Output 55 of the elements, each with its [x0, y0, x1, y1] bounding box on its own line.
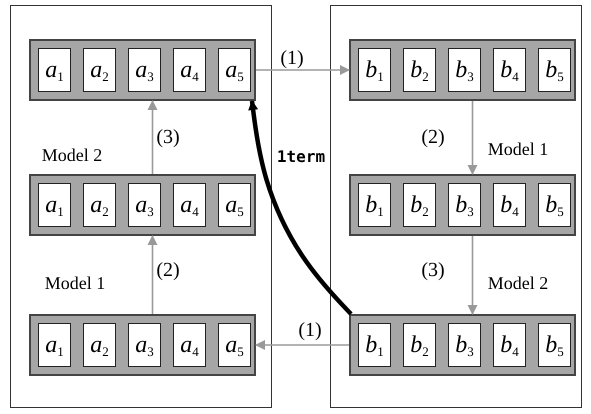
- model-label: Model 1: [488, 140, 548, 160]
- model-label: Model 1: [44, 274, 106, 294]
- element-box: b$_{2}$: [403, 48, 436, 92]
- element-box: a$_{3}$: [128, 183, 161, 227]
- panel-frame: [10, 5, 272, 408]
- edge-label: (3): [420, 259, 446, 281]
- element-box: a$_{2}$: [83, 48, 116, 92]
- arrow: [256, 65, 350, 75]
- element-box: a$_{5}$: [218, 323, 251, 367]
- panel-frame: [330, 5, 582, 408]
- element-box: b$_{3}$: [448, 183, 481, 227]
- sequence-bar: [29, 39, 256, 101]
- element-box: b$_{5}$: [538, 323, 571, 367]
- arrow: [148, 235, 158, 314]
- element-box: a$_{4}$: [173, 323, 206, 367]
- sequence-bar: [29, 314, 256, 376]
- edge-label: (2): [420, 126, 446, 148]
- arrow: [248, 100, 353, 316]
- element-box: b$_{1}$: [358, 183, 391, 227]
- sequence-bar: [349, 314, 576, 376]
- element-box: b$_{1}$: [358, 323, 391, 367]
- element-box: b$_{1}$: [358, 48, 391, 92]
- arrow: [468, 236, 478, 315]
- element-box: b$_{3}$: [448, 48, 481, 92]
- element-box: a$_{3}$: [128, 48, 161, 92]
- element-box: a$_{1}$: [38, 48, 71, 92]
- model-label: Model 2: [488, 274, 548, 294]
- element-box: a$_{2}$: [83, 183, 116, 227]
- element-box: b$_{5}$: [538, 183, 571, 227]
- arrow: [148, 100, 158, 174]
- sequence-bar: [349, 174, 576, 236]
- element-box: a$_{4}$: [173, 183, 206, 227]
- element-box: b$_{3}$: [448, 323, 481, 367]
- arrow: [255, 340, 349, 350]
- element-box: b$_{5}$: [538, 48, 571, 92]
- model-label: Model 2: [42, 146, 102, 166]
- element-box: a$_{3}$: [128, 323, 161, 367]
- element-box: b$_{2}$: [403, 323, 436, 367]
- sequence-bar: [29, 174, 256, 236]
- element-box: a$_{5}$: [218, 183, 251, 227]
- element-box: b$_{2}$: [403, 183, 436, 227]
- element-box: a$_{1}$: [38, 323, 71, 367]
- arrow: [468, 101, 478, 175]
- edge-label: (3): [155, 126, 181, 148]
- edge-label: (2): [155, 259, 181, 281]
- edge-label: (1): [279, 47, 305, 69]
- element-box: b$_{4}$: [493, 323, 526, 367]
- element-box: a$_{5}$: [218, 48, 251, 92]
- element-box: b$_{4}$: [493, 48, 526, 92]
- element-box: a$_{2}$: [83, 323, 116, 367]
- element-box: a$_{4}$: [173, 48, 206, 92]
- element-box: b$_{4}$: [493, 183, 526, 227]
- edge-label: (1): [297, 319, 323, 341]
- sequence-bar: [349, 39, 576, 101]
- element-box: a$_{1}$: [38, 183, 71, 227]
